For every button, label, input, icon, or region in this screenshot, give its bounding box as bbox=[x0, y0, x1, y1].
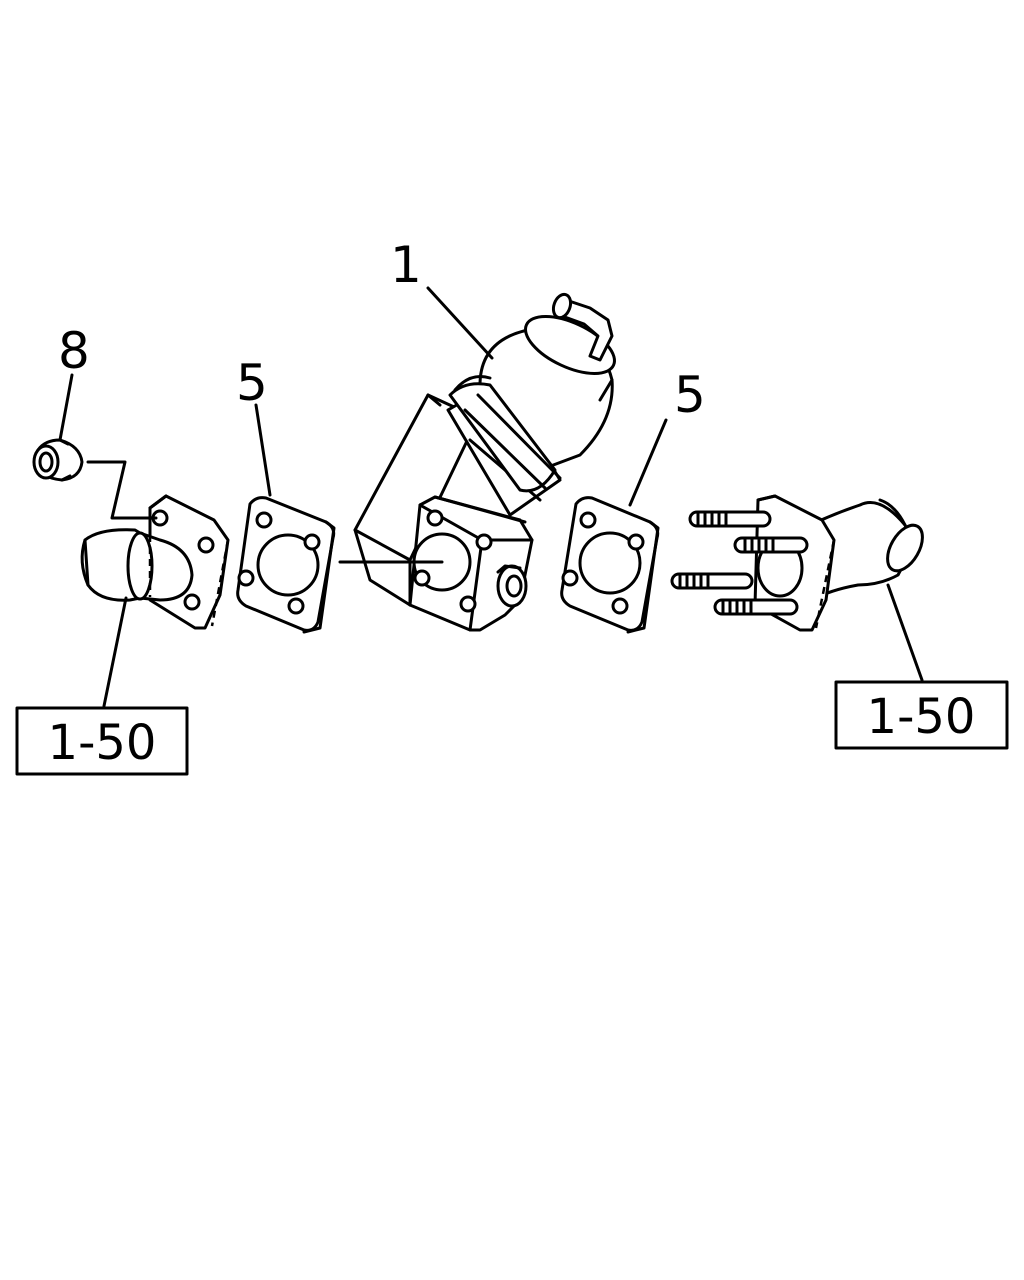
callout-gasket-right: 5 bbox=[674, 366, 706, 424]
stud-top-right bbox=[733, 536, 809, 554]
right-exhaust-pipe-studs bbox=[670, 494, 924, 632]
reference-right-label: 1-50 bbox=[867, 689, 976, 745]
stud-bottom-left bbox=[670, 572, 754, 590]
gasket-left bbox=[236, 496, 336, 634]
callout-nut: 8 bbox=[58, 322, 90, 380]
gasket-right bbox=[560, 496, 660, 634]
reference-box-right: 1-50 bbox=[834, 680, 1009, 750]
stud-top-left bbox=[688, 510, 772, 528]
reference-box-left: 1-50 bbox=[15, 706, 189, 776]
callout-valve: 1 bbox=[390, 236, 422, 294]
flange-nut bbox=[32, 438, 84, 482]
stud-bottom-right bbox=[713, 598, 799, 616]
left-exhaust-pipe-flange bbox=[80, 494, 230, 630]
leader-lines bbox=[58, 286, 924, 708]
exhaust-brake-valve bbox=[353, 292, 616, 632]
callout-gasket-left: 5 bbox=[236, 354, 268, 412]
reference-left-label: 1-50 bbox=[48, 715, 157, 771]
